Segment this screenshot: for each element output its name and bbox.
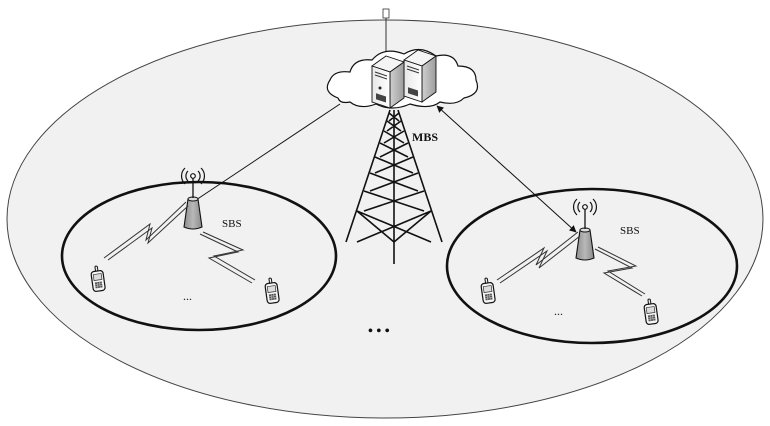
wireless-link-icon [199,233,253,284]
wireless-link-icon [594,248,643,297]
mbs-label: MBS [412,130,438,144]
wireless-link-icon [202,231,256,281]
wireless-link-icon [103,201,187,259]
cells-ellipsis: • • • [368,324,390,339]
small-cell-coverage [445,187,739,345]
sbs-label: SBS [222,218,242,230]
wireless-link-icon [597,246,646,295]
sbs-label: SBS [620,225,640,237]
server-icon [371,55,405,109]
small-cell-right: SBS ... [445,187,739,345]
small-cell-left: SBS ... [60,167,338,332]
wireless-link-icon [496,231,579,281]
users-ellipsis: ... [554,304,563,318]
users-ellipsis: ... [183,289,192,303]
antenna-mast-icon [382,8,390,52]
small-cell-coverage [60,180,338,332]
backhaul-link-right [436,105,577,233]
server-icon [403,49,437,103]
lattice-tower-icon [345,109,443,264]
wireless-link-icon [499,235,581,284]
wireless-link-icon [107,205,189,261]
